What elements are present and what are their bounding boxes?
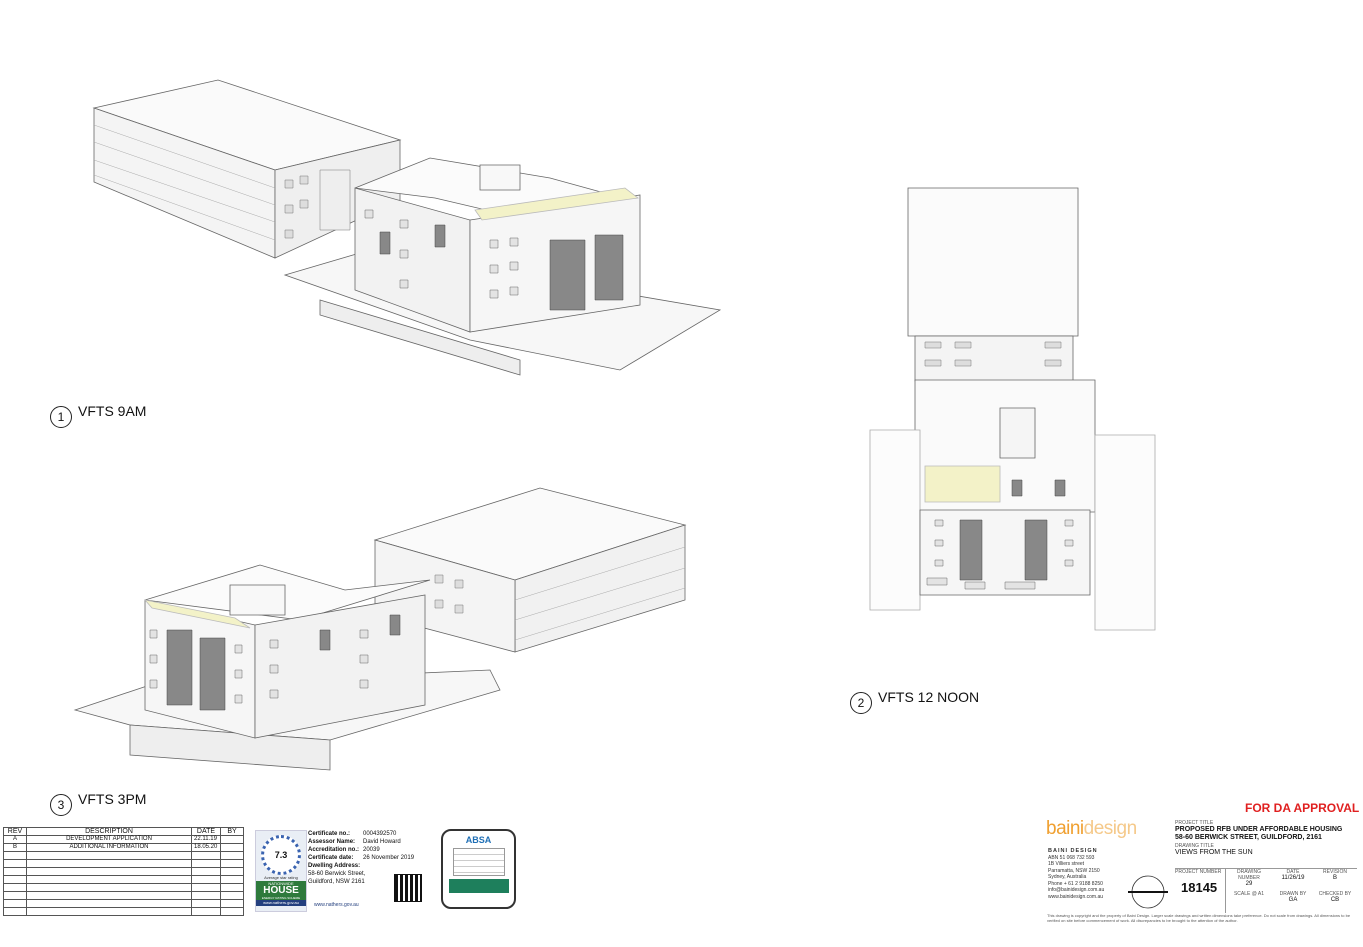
approval-status: FOR DA APPROVAL [1245,801,1360,815]
view-9am-drawing [80,70,730,390]
nathers-brand-sub: ENERGY RATING SCHEME [261,896,301,900]
table-row [3,899,244,908]
table-row [3,851,244,860]
view-number: 1 [50,406,72,428]
view-caption: VFTS 9AM [78,403,147,419]
revision: B [1332,875,1337,881]
table-row: A DEVELOPMENT APPLICATION 22.11.19 [3,835,244,844]
drawn-by: GA [1288,897,1298,903]
table-row [3,891,244,900]
view-number: 3 [50,794,72,816]
rating-caption: Average star rating [264,875,298,880]
view-label-9am: 1 VFTS 9AM [50,394,146,428]
view-label-3pm: 3 VFTS 3PM [50,782,146,816]
nathers-brand: NATIONWIDE [268,881,294,886]
project-number: 18145 [1181,880,1218,895]
table-row: B ADDITIONAL INFORMATION 18.05.20 [3,843,244,852]
revision-table: REV DESCRIPTION DATE BY A DEVELOPMENT AP… [3,827,244,916]
nathers-details: Certificate no.:0004392570 Assessor Name… [308,831,415,885]
nathers-website: www.nathers.gov.au [256,900,306,906]
view-3pm-drawing [70,480,710,780]
title-block-grid: PROJECT NUMBER 18145 DRAWING NUMBER 29 D… [1175,868,1357,913]
absa-fields [452,848,505,876]
table-row [3,867,244,876]
north-arrow-icon [1128,875,1168,909]
date-header: DATE [191,827,221,836]
view-noon-drawing [865,180,1165,640]
nathers-badge: 7.3 Average star rating NATIONWIDE HOUSE… [255,830,307,912]
absa-badge: ABSA [441,829,516,909]
checked-by: CB [1330,897,1340,903]
company-logo: bainidesign [1046,818,1137,839]
nathers-brand-big: HOUSE [263,885,299,896]
table-row [3,859,244,868]
description-header: DESCRIPTION [26,827,192,836]
table-row [3,907,244,916]
drawing-number: 29 [1245,881,1253,887]
table-row [3,875,244,884]
company-details: BAINI DESIGN ABN 51 068 732 593 1B Villi… [1048,848,1105,900]
view-caption: VFTS 3PM [78,791,147,807]
drawing-date: 11/26/19 [1281,875,1305,881]
nathers-url: www.nathers.gov.au [314,902,359,908]
view-label-noon: 2 VFTS 12 NOON [850,680,979,714]
project-title-block: PROJECT TITLE PROPOSED RFB UNDER AFFORDA… [1175,820,1343,856]
qr-code [394,874,422,902]
absa-footer [448,879,509,893]
rev-header: REV [3,827,27,836]
by-header: BY [220,827,244,836]
absa-logo: ABSA [465,835,492,845]
star-rating-dial: 7.3 [261,835,301,875]
view-number: 2 [850,692,872,714]
view-caption: VFTS 12 NOON [878,689,980,705]
disclaimer: This drawing is copyright and the proper… [1047,913,1351,923]
table-row [3,883,244,892]
